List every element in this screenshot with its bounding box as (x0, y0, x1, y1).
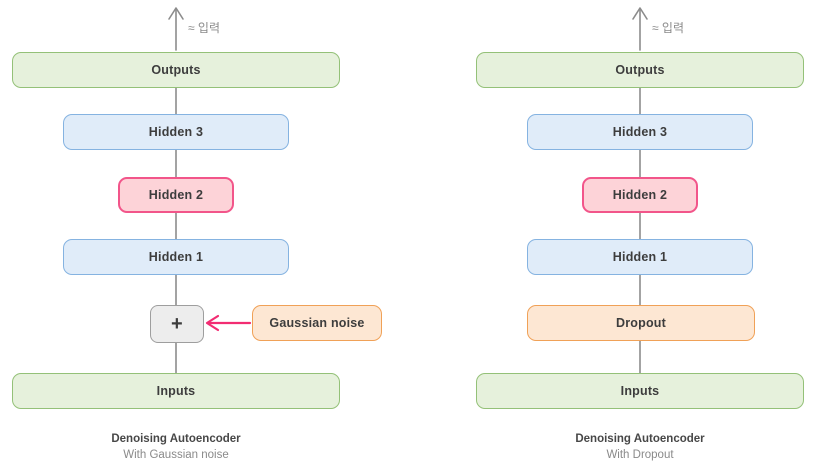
plus-node: + (150, 305, 204, 343)
caption-subtitle: With Dropout (606, 448, 674, 461)
approx-input-label: ≈ 입력 (652, 21, 685, 35)
outputs-box: Outputs (476, 52, 804, 88)
inputs-box: Inputs (476, 373, 804, 409)
gaussian-noise-box: Gaussian noise (252, 305, 382, 341)
left-caption: Denoising Autoencoder With Gaussian nois… (26, 432, 326, 463)
inputs-box: Inputs (12, 373, 340, 409)
outputs-box: Outputs (12, 52, 340, 88)
caption-title: Denoising Autoencoder (575, 433, 705, 445)
hidden1-box: Hidden 1 (527, 239, 753, 275)
dropout-box: Dropout (527, 305, 755, 341)
up-arrowhead-icon (168, 7, 184, 20)
noise-arrow-icon (205, 314, 252, 332)
hidden1-box: Hidden 1 (63, 239, 289, 275)
hidden3-box: Hidden 3 (527, 114, 753, 150)
up-arrowhead-icon (632, 7, 648, 20)
hidden2-box: Hidden 2 (582, 177, 698, 213)
caption-title: Denoising Autoencoder (111, 433, 241, 445)
hidden2-box: Hidden 2 (118, 177, 234, 213)
right-caption: Denoising Autoencoder With Dropout (490, 432, 790, 463)
approx-input-label: ≈ 입력 (188, 21, 221, 35)
caption-subtitle: With Gaussian noise (123, 448, 229, 461)
hidden3-box: Hidden 3 (63, 114, 289, 150)
